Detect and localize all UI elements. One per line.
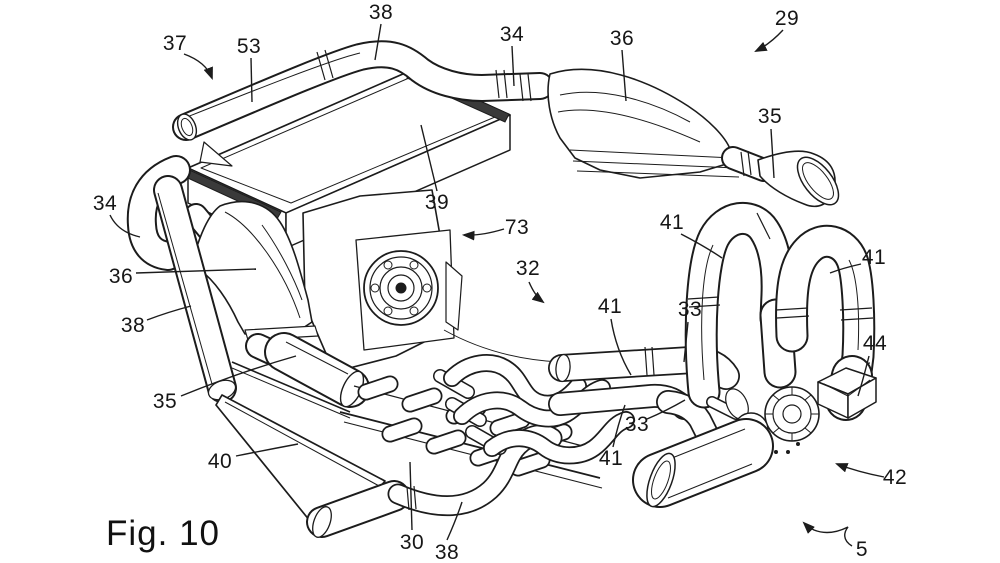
ref-label-38-top: 38	[368, 1, 394, 24]
ref-label-35-left: 35	[152, 390, 178, 413]
lower-left-panel-40	[215, 394, 410, 538]
mounting-bracket-44	[817, 355, 877, 421]
ref-label-40: 40	[207, 450, 233, 473]
left-muffler-35	[245, 332, 370, 408]
ref-label-44: 44	[862, 332, 888, 355]
ref-label-35-right: 35	[757, 105, 783, 128]
ref-label-34-top: 34	[499, 23, 525, 46]
ref-label-37: 37	[162, 32, 188, 55]
figure-caption: Fig. 10	[106, 514, 220, 553]
right-air-duct-36-outlet-35	[547, 68, 840, 208]
ref-label-33-a: 33	[677, 298, 703, 321]
ref-label-39: 39	[424, 191, 450, 214]
ref-label-41-d: 41	[598, 447, 624, 470]
ref-label-36-left: 36	[108, 265, 134, 288]
ref-label-73: 73	[504, 216, 530, 239]
ref-label-41-b: 41	[861, 246, 887, 269]
ref-label-34-left: 34	[92, 192, 118, 215]
ref-label-41-a: 41	[659, 211, 685, 234]
ref-label-38-bottom: 38	[434, 541, 460, 563]
crossover-pipe-53-elbow-38	[172, 40, 554, 167]
ref-label-42: 42	[882, 466, 908, 489]
ref-label-53: 53	[236, 35, 262, 58]
engine-block-73	[302, 189, 561, 373]
left-air-scoop-36	[184, 200, 319, 341]
ref-label-33-b: 33	[624, 413, 650, 436]
canister-cylinder	[632, 418, 774, 508]
ref-label-5: 5	[855, 538, 869, 561]
u-hoses-41	[684, 201, 876, 409]
ref-label-30: 30	[399, 531, 425, 554]
callout-leaders	[109, 23, 885, 547]
ref-label-32: 32	[515, 257, 541, 280]
ref-label-29: 29	[774, 7, 800, 30]
ref-label-36-top: 36	[609, 27, 635, 50]
ref-label-41-c: 41	[597, 295, 623, 318]
left-elbow-34-down-pipe-38	[126, 155, 237, 403]
ref-label-38-left: 38	[120, 314, 146, 337]
